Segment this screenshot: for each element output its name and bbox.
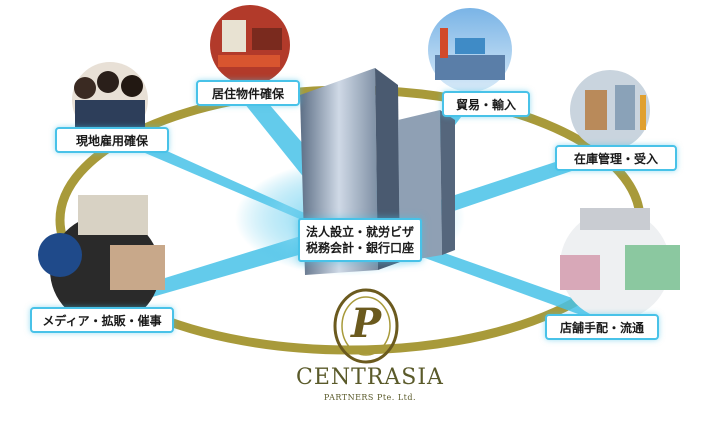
node-label-inventory: 在庫管理・受入 (555, 145, 677, 171)
logo-mark-letter: P (350, 300, 382, 347)
center-label: 法人設立・就労ビザ 税務会計・銀行口座 (298, 218, 423, 262)
node-label-media: メディア・拡販・催事 (30, 307, 174, 333)
bubble-local-hiring (72, 62, 148, 138)
logo-name: CENTRASIA (296, 365, 444, 390)
logo-mark (333, 288, 399, 364)
bubble-trade (428, 8, 512, 92)
node-label-trade: 貿易・輸入 (442, 91, 530, 117)
node-label-local-hiring: 現地雇用確保 (55, 127, 169, 153)
node-label-housing: 居住物件確保 (196, 80, 300, 106)
center-label-line1: 法人設立・就労ビザ (306, 225, 415, 239)
node-label-retail: 店舗手配・流通 (545, 314, 659, 340)
bubble-retail (560, 208, 680, 320)
center-label-line2: 税務会計・銀行口座 (306, 241, 415, 255)
bubble-media (38, 195, 165, 325)
bubble-inventory (570, 70, 650, 150)
bubble-housing (210, 5, 290, 85)
logo-subtitle: PARTNERS Pte. Ltd. (323, 393, 417, 402)
